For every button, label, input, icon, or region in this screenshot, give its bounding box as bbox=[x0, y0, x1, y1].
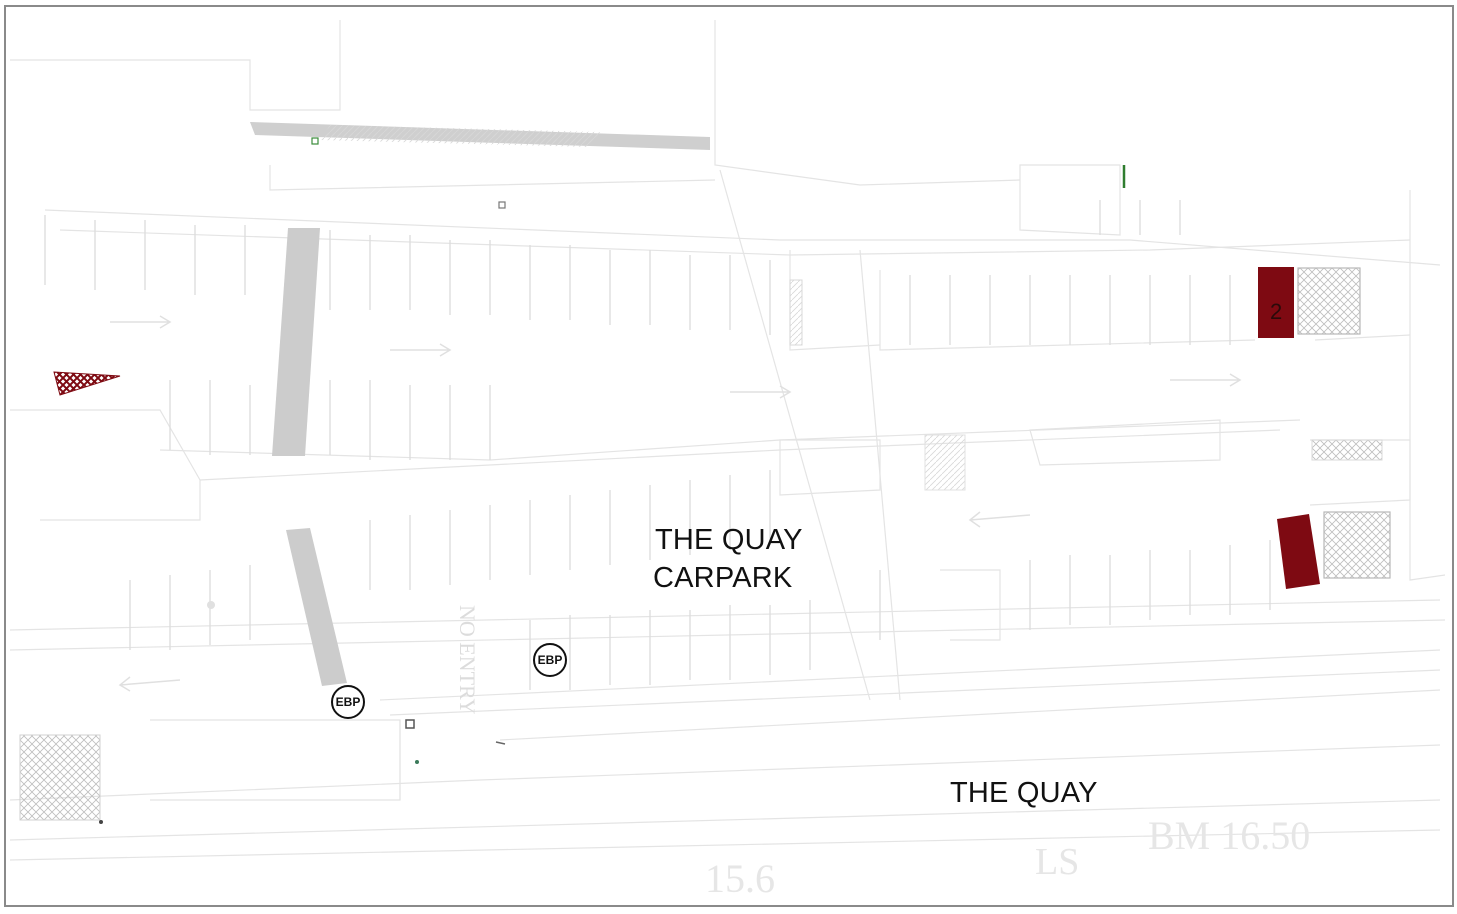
street-label: THE QUAY bbox=[950, 777, 1098, 809]
ebp-marker-text: EBP bbox=[537, 653, 563, 667]
no-entry-marking: NO ENTRY bbox=[455, 605, 480, 715]
highlight-bay-2 bbox=[1258, 267, 1294, 338]
lower-island bbox=[286, 528, 347, 686]
hatched-bay-bottom bbox=[1323, 511, 1391, 579]
background-linework bbox=[9, 20, 1446, 861]
hatched-bay-top bbox=[1297, 267, 1361, 335]
central-island bbox=[272, 228, 320, 456]
hatched-triangle-marker bbox=[53, 371, 121, 396]
highlight-bay-lower bbox=[1277, 514, 1320, 589]
flow-arrows bbox=[110, 315, 1242, 692]
carpark-label-line1: THE QUAY bbox=[655, 524, 803, 556]
ebp-marker-icon: EBP bbox=[533, 643, 567, 677]
ebp-marker-text: EBP bbox=[335, 695, 361, 709]
level-label: 15.6 bbox=[705, 856, 775, 901]
carpark-label-line2: CARPARK bbox=[653, 562, 793, 594]
bay-number-label: 2 bbox=[1270, 299, 1283, 324]
benchmark-label: BM 16.50 bbox=[1148, 813, 1311, 858]
ls-label: LS bbox=[1035, 841, 1080, 883]
map-border bbox=[4, 5, 1454, 907]
ebp-marker-icon: EBP bbox=[331, 685, 365, 719]
